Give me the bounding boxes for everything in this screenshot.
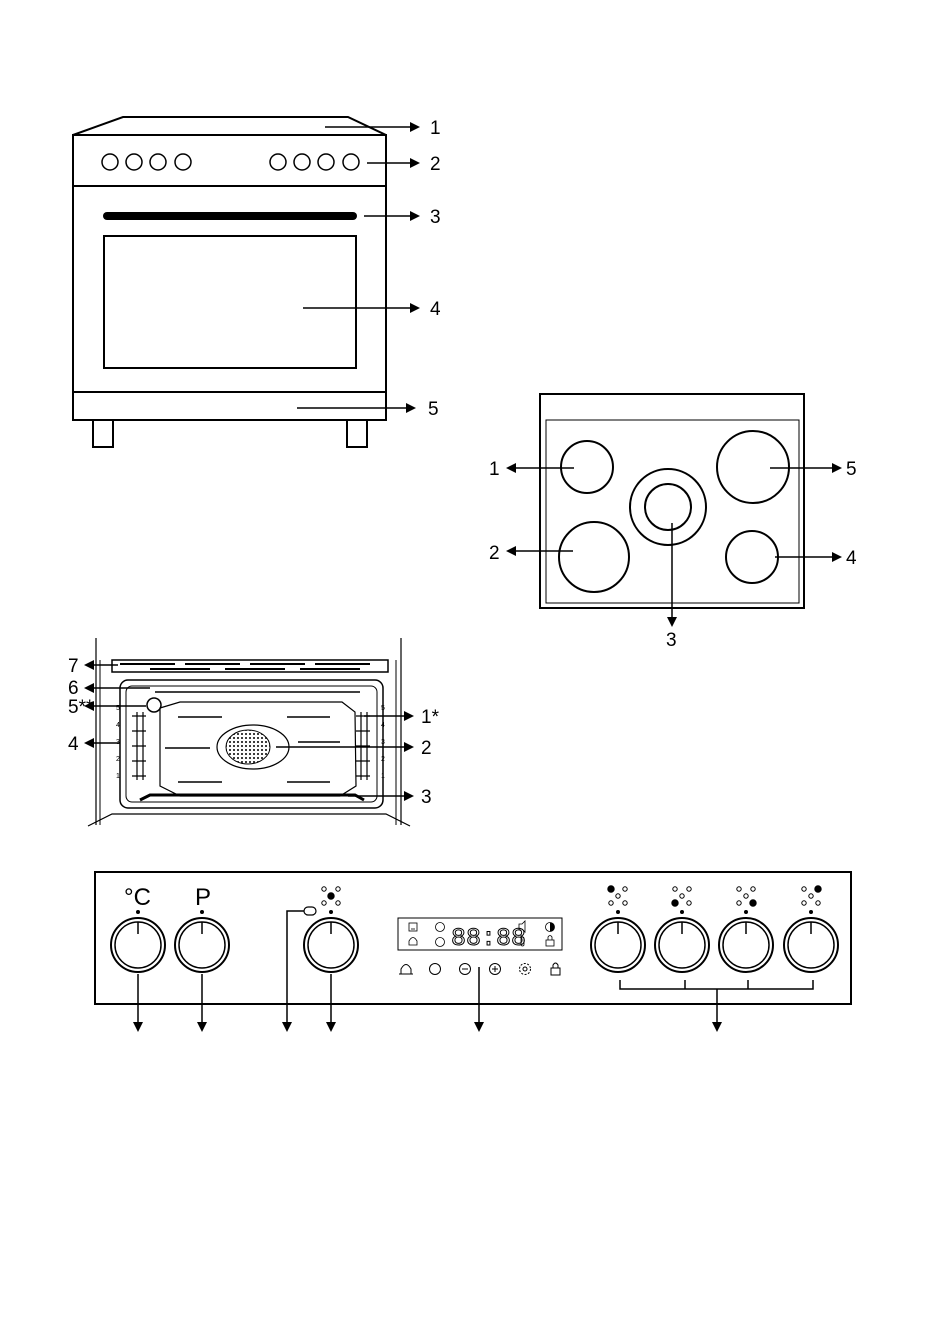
rack-level-4-right: 4 [381,722,385,729]
settings-button-icon[interactable] [520,964,531,975]
cooker-knobs [102,154,359,170]
oven-callout-6: 6 [68,678,79,699]
alarm-icon [409,938,417,946]
control-panel: °C P [95,872,851,1030]
side-rail-left [132,712,146,780]
display-lock-icon [546,936,554,947]
cooker-callout-1: 1 [430,118,441,139]
oven-lamp [147,698,161,712]
cooking-zone-3-outer [630,469,706,545]
cooking-zone-4 [726,531,778,583]
cook-time-icon [436,923,445,932]
side-rail-right [356,712,370,780]
hob-callout-4: 4 [846,548,857,569]
hob-zone-knob-4[interactable] [784,918,838,972]
zone-rear-left-symbol [608,886,627,905]
hob-zone-knob-3[interactable] [719,918,773,972]
minus-button-icon[interactable] [460,964,471,975]
lock-button-icon[interactable] [551,963,560,975]
cooker-callout-5: 5 [428,399,439,420]
rack-level-2-left: 2 [116,756,120,763]
cooker-callout-2: 2 [430,154,441,175]
oven-callout-2: 2 [421,738,432,759]
cooker-callout-4: 4 [430,299,441,320]
rack-level-4-left: 4 [116,722,120,729]
clock-button-icon[interactable] [430,964,441,975]
time-digits: 88:88 [451,924,526,953]
fan-grill [226,730,270,764]
cooker-callout-arrows [297,127,418,408]
oven-door-handle [103,212,357,220]
program-knob[interactable] [175,918,229,972]
oven-callout-5: 5** [68,697,94,718]
cooker-foot-right [347,420,367,447]
timer-display: 88:88 [398,918,562,953]
hob-callout-3: 3 [666,630,677,651]
bottom-heating-element [140,795,364,800]
cooking-zone-5 [717,431,789,503]
temperature-symbol: °C [124,884,151,911]
grill-element-slots [120,664,370,669]
oven-callout-7: 7 [68,656,79,677]
cooker-front-view: 1 2 3 4 5 [73,117,441,447]
cooker-lid [73,117,386,135]
hob-zone-3-symbol [322,887,340,905]
hob-knobs-bracket [620,980,813,989]
hob-zone-symbols [608,886,821,906]
hob-callout-1: 1 [489,459,500,480]
cooking-zone-2 [559,522,629,592]
knob-indicator-dots [136,910,813,914]
alarm-button-icon[interactable] [399,965,413,975]
zone-front-right-symbol [737,887,756,906]
rack-level-1-left: 1 [116,773,120,780]
cooker-foot-left [93,420,113,447]
oven-indicator-lamp [304,907,316,915]
contrast-icon [546,923,555,932]
hob-top-view: 1 5 2 4 3 [489,394,857,651]
rack-level-5-right: 5 [381,705,385,712]
end-time-icon [436,938,445,947]
zone-front-left-symbol [672,887,691,906]
center-zone-knob[interactable] [304,918,358,972]
rack-level-1-right: 1 [381,773,385,780]
plus-button-icon[interactable] [490,964,501,975]
rack-level-3-right: 3 [381,739,385,746]
cooking-zone-3-inner [645,484,691,530]
cooking-zone-1 [561,441,613,493]
rack-level-2-right: 2 [381,756,385,763]
program-symbol: P [195,884,211,911]
hob-zone-knob-1[interactable] [591,918,645,972]
hob-callout-2: 2 [489,543,500,564]
cooker-body [73,135,386,420]
oven-light-icon [409,923,417,931]
zone-rear-right-symbol [802,886,821,905]
oven-callout-4: 4 [68,734,79,755]
hob-callout-arrows [508,468,840,625]
oven-door-window [104,236,356,368]
cooker-callout-3: 3 [430,207,441,228]
oven-interior-view: 5 4 3 2 1 5 4 3 2 1 7 6 5** 4 1* 2 3 [68,638,440,826]
hob-zone-knob-2[interactable] [655,918,709,972]
oven-callout-3: 3 [421,787,432,808]
temperature-knob[interactable] [111,918,165,972]
oven-callout-1: 1* [421,707,440,728]
grill-element-strip [112,660,388,672]
hob-callout-5: 5 [846,459,857,480]
